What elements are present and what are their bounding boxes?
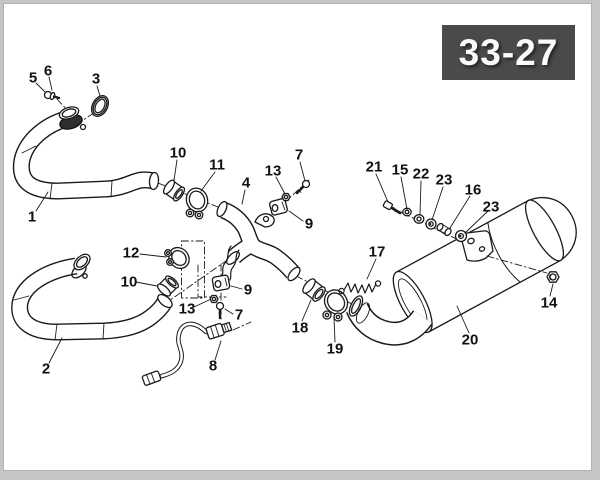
- screw-upper: [295, 179, 311, 195]
- exhaust-gasket: [90, 95, 110, 117]
- rear-header-pipe: [11, 253, 173, 341]
- callout-3: 3: [91, 70, 101, 88]
- callout-7-lower: 7: [234, 306, 244, 324]
- clamp-upper: [185, 187, 209, 220]
- sleeve-gasket-18: [302, 278, 326, 302]
- spring: [338, 280, 382, 295]
- clamp-lower: [164, 246, 190, 270]
- oxygen-sensor: [141, 321, 233, 386]
- callout-5: 5: [28, 69, 38, 87]
- callout-6: 6: [43, 62, 53, 80]
- callout-17: 17: [368, 243, 386, 261]
- silencer: [392, 197, 577, 334]
- clamp-19: [322, 289, 349, 322]
- nut-upper: [281, 192, 291, 202]
- callout-18: 18: [291, 319, 309, 337]
- callout-20: 20: [461, 331, 479, 349]
- callout-2: 2: [41, 360, 51, 378]
- callout-14: 14: [540, 294, 558, 312]
- front-header-pipe: [12, 106, 160, 200]
- callout-12: 12: [122, 244, 140, 262]
- callout-23-left: 23: [435, 171, 453, 189]
- flange-bolt: [43, 90, 61, 101]
- callout-8: 8: [208, 357, 218, 375]
- section-number-badge: 33-27: [442, 25, 575, 80]
- silencer-inlet-elbow: [345, 295, 433, 346]
- callout-9-upper: 9: [304, 215, 314, 233]
- callout-11: 11: [209, 156, 225, 174]
- nut-14: [546, 271, 560, 283]
- sleeve-gasket-upper: [162, 179, 186, 202]
- callout-22: 22: [412, 165, 430, 183]
- callout-16: 16: [464, 181, 482, 199]
- callout-13-upper: 13: [264, 162, 282, 180]
- leader-lines: [35, 76, 554, 364]
- callout-7-upper: 7: [294, 146, 304, 164]
- callout-23-right: 23: [482, 198, 500, 216]
- callout-4: 4: [241, 174, 251, 192]
- washer-22: [413, 214, 425, 224]
- callout-9-lower: 9: [243, 281, 253, 299]
- callout-13-lower: 13: [178, 300, 196, 318]
- screw-lower: [215, 301, 225, 320]
- callout-15: 15: [391, 161, 409, 179]
- collector-pipe: [216, 200, 301, 282]
- callout-1: 1: [27, 208, 37, 226]
- callout-21: 21: [365, 158, 383, 176]
- bushing-23-left: [425, 218, 437, 230]
- bracket-fasteners: [382, 200, 468, 243]
- bracket-axis-line: [486, 255, 548, 274]
- bushing-23-right: [454, 229, 468, 243]
- callout-10-lower: 10: [120, 273, 138, 291]
- washer-15: [402, 207, 412, 217]
- screw-21: [382, 200, 402, 215]
- spacer-16: [436, 222, 452, 237]
- sleeve-gasket-lower: [156, 275, 180, 297]
- rubber-mount-lower: [211, 274, 231, 292]
- section-number-label: 33-27: [458, 31, 559, 73]
- callout-10-upper: 10: [169, 144, 187, 162]
- nut-lower: [209, 294, 219, 304]
- callout-19: 19: [326, 340, 344, 358]
- rubber-mount-upper: [268, 198, 288, 216]
